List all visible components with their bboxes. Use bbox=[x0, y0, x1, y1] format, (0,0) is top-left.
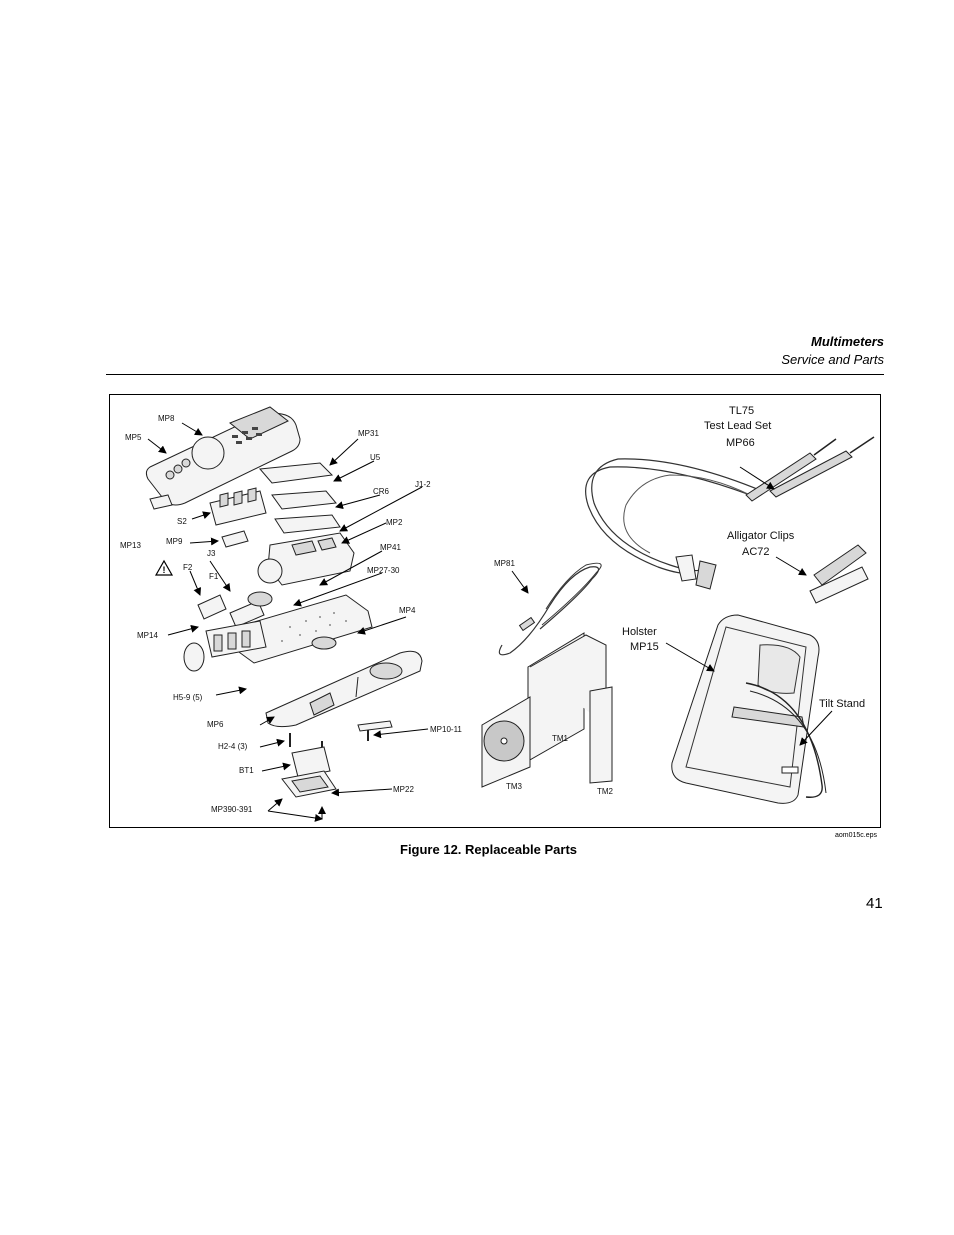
lcd-parts bbox=[258, 462, 341, 534]
label-holster: Holster bbox=[622, 626, 657, 638]
page-number: 41 bbox=[866, 895, 883, 912]
holster-mp15 bbox=[665, 614, 833, 804]
label-mp2: MP2 bbox=[386, 518, 403, 527]
label-mp13: MP13 bbox=[120, 541, 141, 550]
mp13-pad bbox=[149, 494, 173, 510]
battery-bt1 bbox=[291, 746, 331, 778]
label-alligator-clips: Alligator Clips bbox=[727, 530, 795, 542]
label-mp390-391: MP390-391 bbox=[211, 805, 253, 814]
figure-frame: ! bbox=[109, 394, 881, 828]
label-h2-4: H2-4 (3) bbox=[218, 742, 248, 751]
label-f1: F1 bbox=[209, 572, 219, 581]
exploded-parts-drawing: ! bbox=[120, 405, 875, 822]
label-mp6: MP6 bbox=[207, 720, 224, 729]
header-rule bbox=[106, 374, 884, 375]
battery-door-mp22 bbox=[281, 770, 337, 798]
label-ac72: AC72 bbox=[742, 546, 770, 558]
figure-file-name: aom015c.eps bbox=[835, 832, 878, 839]
part-labels: MP8 MP5 MP31 U5 CR6 J1-2 MP2 MP41 MP27-3… bbox=[120, 405, 865, 814]
fuses-f1-f2 bbox=[197, 591, 273, 628]
test-leads-tl75 bbox=[585, 436, 875, 590]
label-mp9: MP9 bbox=[166, 537, 183, 546]
label-mp5: MP5 bbox=[125, 433, 142, 442]
label-mp41: MP41 bbox=[380, 543, 401, 552]
cable-mp81 bbox=[498, 562, 602, 656]
label-mp27-30: MP27-30 bbox=[367, 566, 400, 575]
label-mp14: MP14 bbox=[137, 631, 158, 640]
keypad-s2 bbox=[209, 487, 267, 526]
label-mp4: MP4 bbox=[399, 606, 416, 615]
label-mp10-11: MP10-11 bbox=[430, 725, 462, 734]
pcb-shield-mp2 bbox=[257, 532, 355, 586]
label-j3: J3 bbox=[207, 549, 216, 558]
label-bt1: BT1 bbox=[239, 766, 254, 775]
rear-case-mp6 bbox=[265, 650, 423, 728]
label-cr6: CR6 bbox=[373, 487, 390, 496]
input-jacks-mp14 bbox=[183, 620, 267, 672]
front-case-mp5 bbox=[145, 406, 301, 506]
label-tilt-stand: Tilt Stand bbox=[819, 698, 865, 710]
label-h5-9: H5-9 (5) bbox=[173, 693, 203, 702]
label-s2: S2 bbox=[177, 517, 187, 526]
manuals-tm bbox=[481, 632, 613, 788]
label-tl75: TL75 bbox=[729, 405, 754, 417]
alligator-clips-ac72 bbox=[775, 544, 869, 604]
running-header-title: Multimeters bbox=[811, 334, 884, 349]
leader-lines bbox=[147, 422, 429, 822]
label-tm3: TM3 bbox=[506, 782, 523, 791]
warning-triangle-icon: ! bbox=[154, 559, 174, 576]
label-mp8: MP8 bbox=[158, 414, 175, 423]
label-tm2: TM2 bbox=[597, 787, 614, 796]
label-mp81: MP81 bbox=[494, 559, 515, 568]
mp9-part bbox=[221, 530, 249, 548]
label-u5: U5 bbox=[370, 453, 381, 462]
label-mp66: MP66 bbox=[726, 437, 755, 449]
figure-caption: Figure 12. Replaceable Parts bbox=[400, 842, 578, 857]
label-j1-2: J1-2 bbox=[415, 480, 431, 489]
label-tm1: TM1 bbox=[552, 734, 569, 743]
label-f2: F2 bbox=[183, 563, 193, 572]
label-test-lead-set: Test Lead Set bbox=[704, 420, 771, 432]
svg-text:!: ! bbox=[163, 565, 166, 575]
label-mp22: MP22 bbox=[393, 785, 414, 794]
label-mp15: MP15 bbox=[630, 641, 659, 653]
label-mp31: MP31 bbox=[358, 429, 379, 438]
running-header-subtitle: Service and Parts bbox=[781, 352, 884, 367]
